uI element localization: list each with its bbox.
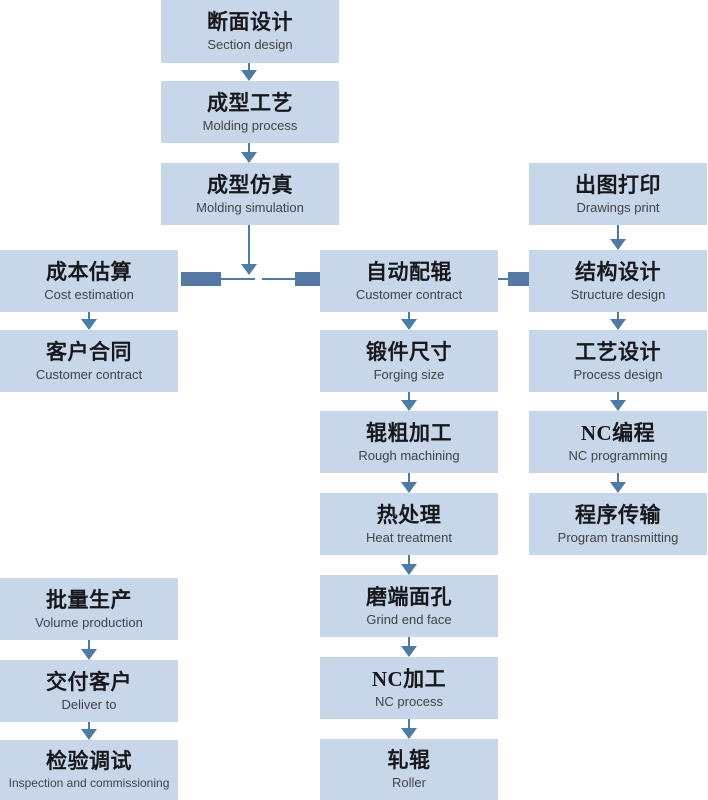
node-inspection[interactable]: 检验调试 Inspection and commissioning — [0, 740, 178, 800]
node-drawings-print[interactable]: 出图打印 Drawings print — [529, 163, 707, 225]
node-label-cn: 客户合同 — [46, 339, 132, 364]
node-molding-simulation[interactable]: 成型仿真 Molding simulation — [161, 163, 339, 225]
node-label-en: Cost estimation — [44, 286, 134, 302]
node-label-en: Grind end face — [366, 611, 452, 627]
arrow-structure-to-process-design — [610, 312, 626, 330]
node-label-en: Volume production — [35, 614, 143, 630]
arrow-section-to-molding — [241, 63, 257, 81]
node-label-en: Customer contract — [35, 366, 143, 382]
node-label-cn: 轧辊 — [387, 748, 431, 772]
arrow-nc-programming-to-transmitting — [610, 473, 626, 493]
node-label-cn: 检验调试 — [46, 748, 132, 773]
node-label-cn: 成型仿真 — [207, 172, 293, 197]
node-molding-process[interactable]: 成型工艺 Molding process — [161, 81, 339, 143]
node-label-en: Rough machining — [358, 447, 460, 463]
node-label-cn: 成本估算 — [46, 259, 132, 284]
node-forging-size[interactable]: 锻件尺寸 Forging size — [320, 330, 498, 392]
node-label-en: Molding process — [202, 117, 298, 133]
arrow-drawings-to-structure — [610, 225, 626, 250]
arrow-cost-to-contract — [81, 312, 97, 330]
node-label-cn: NC编程 — [580, 420, 656, 445]
node-label-cn: 磨端面孔 — [366, 584, 452, 609]
arrow-simulation-to-bus — [241, 225, 257, 275]
node-section-design[interactable]: 断面设计 Section design — [161, 0, 339, 63]
arrow-auto-to-forging — [401, 312, 417, 330]
arrow-nc-process-to-roller — [401, 719, 417, 739]
node-customer-contract[interactable]: 客户合同 Customer contract — [0, 330, 178, 392]
node-grind-end-face[interactable]: 磨端面孔 Grind end face — [320, 575, 498, 637]
node-label-en: Drawings print — [576, 199, 660, 215]
node-label-en: Forging size — [373, 366, 445, 382]
node-label-en: Inspection and commissioning — [8, 775, 170, 790]
node-label-en: Section design — [207, 37, 293, 52]
node-label-cn: NC加工 — [371, 666, 447, 691]
node-label-en: Process design — [573, 366, 663, 382]
node-label-cn: 断面设计 — [207, 10, 293, 34]
node-cost-estimation[interactable]: 成本估算 Cost estimation — [0, 250, 178, 312]
node-deliver-to[interactable]: 交付客户 Deliver to — [0, 660, 178, 722]
node-label-cn: 锻件尺寸 — [366, 339, 452, 364]
node-label-en: NC programming — [568, 447, 668, 463]
node-auto-roll-matching[interactable]: 自动配辊 Customer contract — [320, 250, 498, 312]
node-label-cn: 自动配辊 — [366, 259, 452, 284]
node-label-cn: 交付客户 — [46, 669, 132, 694]
node-label-en: Structure design — [570, 286, 666, 302]
arrow-heat-to-grind — [401, 555, 417, 575]
arrow-molding-to-simulation — [241, 143, 257, 163]
node-rough-machining[interactable]: 辊粗加工 Rough machining — [320, 411, 498, 473]
link-line-center-to-right — [498, 278, 508, 280]
node-label-cn: 工艺设计 — [575, 339, 661, 364]
arrow-rough-to-heat — [401, 473, 417, 493]
node-label-cn: 结构设计 — [575, 259, 661, 284]
arrow-grind-to-nc-process — [401, 637, 417, 657]
arrow-production-to-deliver — [81, 640, 97, 660]
node-label-en: Roller — [392, 775, 426, 790]
node-label-cn: 热处理 — [376, 502, 442, 527]
node-volume-production[interactable]: 批量生产 Volume production — [0, 578, 178, 640]
node-nc-process[interactable]: NC加工 NC process — [320, 657, 498, 719]
node-label-en: Program transmitting — [557, 529, 679, 545]
node-label-en: Customer contract — [355, 286, 463, 302]
node-label-en: NC process — [375, 693, 443, 709]
link-arrowhead-center-to-right — [508, 272, 530, 286]
node-roller[interactable]: 轧辊 Roller — [320, 739, 498, 800]
arrow-deliver-to-inspection — [81, 722, 97, 740]
bus-line-right — [262, 278, 295, 280]
node-label-cn: 出图打印 — [575, 172, 661, 197]
node-label-en: Deliver to — [61, 696, 117, 712]
node-label-cn: 批量生产 — [46, 587, 132, 612]
arrow-process-design-to-nc-programming — [610, 392, 626, 411]
node-structure-design[interactable]: 结构设计 Structure design — [529, 250, 707, 312]
node-label-cn: 程序传输 — [575, 502, 661, 527]
node-label-en: Molding simulation — [196, 199, 304, 215]
node-heat-treatment[interactable]: 热处理 Heat treatment — [320, 493, 498, 555]
arrow-forging-to-rough — [401, 392, 417, 411]
node-label-cn: 成型工艺 — [207, 90, 293, 115]
node-label-cn: 辊粗加工 — [366, 420, 452, 445]
bus-line-left — [221, 278, 255, 280]
node-process-design[interactable]: 工艺设计 Process design — [529, 330, 707, 392]
bus-arrowhead-left — [181, 272, 221, 286]
node-label-en: Heat treatment — [366, 529, 452, 545]
node-program-transmitting[interactable]: 程序传输 Program transmitting — [529, 493, 707, 555]
node-nc-programming[interactable]: NC编程 NC programming — [529, 411, 707, 473]
